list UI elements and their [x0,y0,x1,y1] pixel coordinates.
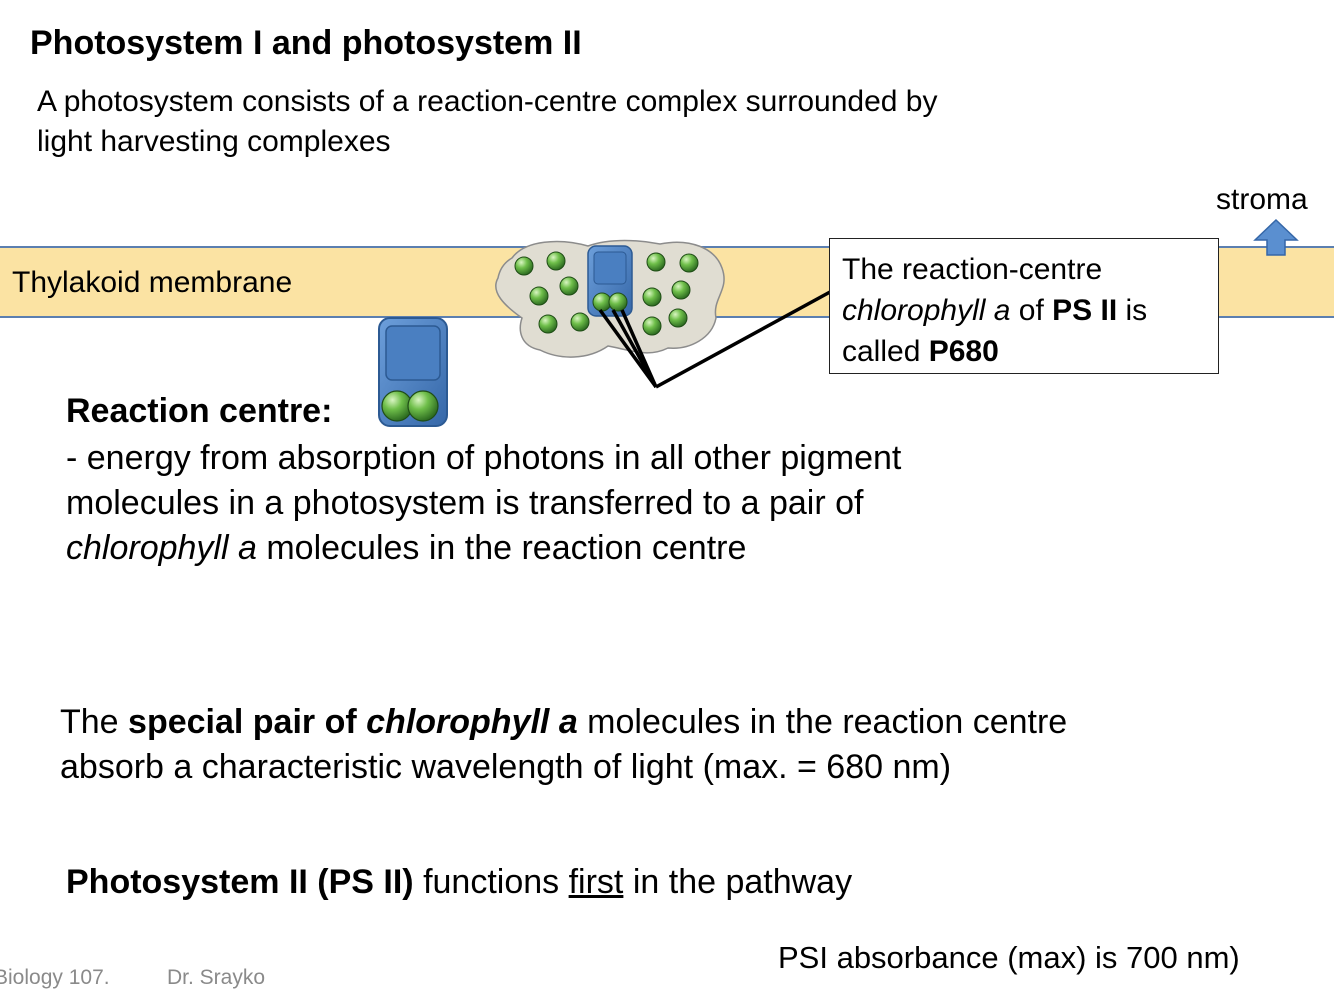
callout-line-2: chlorophyll a of PS II is [842,294,1148,327]
p680-callout: The reaction-centre chlorophyll a of PS … [829,238,1219,374]
special-line-2: absorb a characteristic wavelength of li… [60,748,952,786]
psi-note: PSI absorbance (max) is 700 nm) [778,940,1240,975]
special-line-1: The special pair of chlorophyll a molecu… [60,703,1068,741]
slide-title: Photosystem I and photosystem II [30,24,582,62]
membrane-label: Thylakoid membrane [12,266,293,299]
antenna-pigments [514,251,699,336]
callout-line-1: The reaction-centre [842,253,1103,286]
intro-line-1: A photosystem consists of a reaction-cen… [37,85,938,118]
reaction-centre-heading: Reaction centre: [66,392,333,430]
footer-author: Dr. Srayko [167,966,266,989]
callout-line-3: called P680 [842,335,999,368]
intro-text: A photosystem consists of a reaction-cen… [37,82,937,162]
special-pair-text: The special pair of chlorophyll a molecu… [60,700,1067,790]
footer-course: Biology 107. [0,966,110,989]
reaction-centre-small [587,245,633,317]
reaction-centre-text: - energy from absorption of photons in a… [66,436,901,571]
stroma-arrow-icon [1253,218,1299,256]
psii-statement: Photosystem II (PS II) functions first i… [66,863,853,901]
stroma-label: stroma [1216,183,1308,216]
rc-line-2: molecules in a photosystem is transferre… [66,484,864,522]
intro-line-2: light harvesting complexes [37,125,391,158]
callout-pointer [598,290,831,389]
rc-line-3: chlorophyll a molecules in the reaction … [66,529,747,567]
reaction-centre-icon [378,317,448,427]
rc-line-1: - energy from absorption of photons in a… [66,439,902,477]
